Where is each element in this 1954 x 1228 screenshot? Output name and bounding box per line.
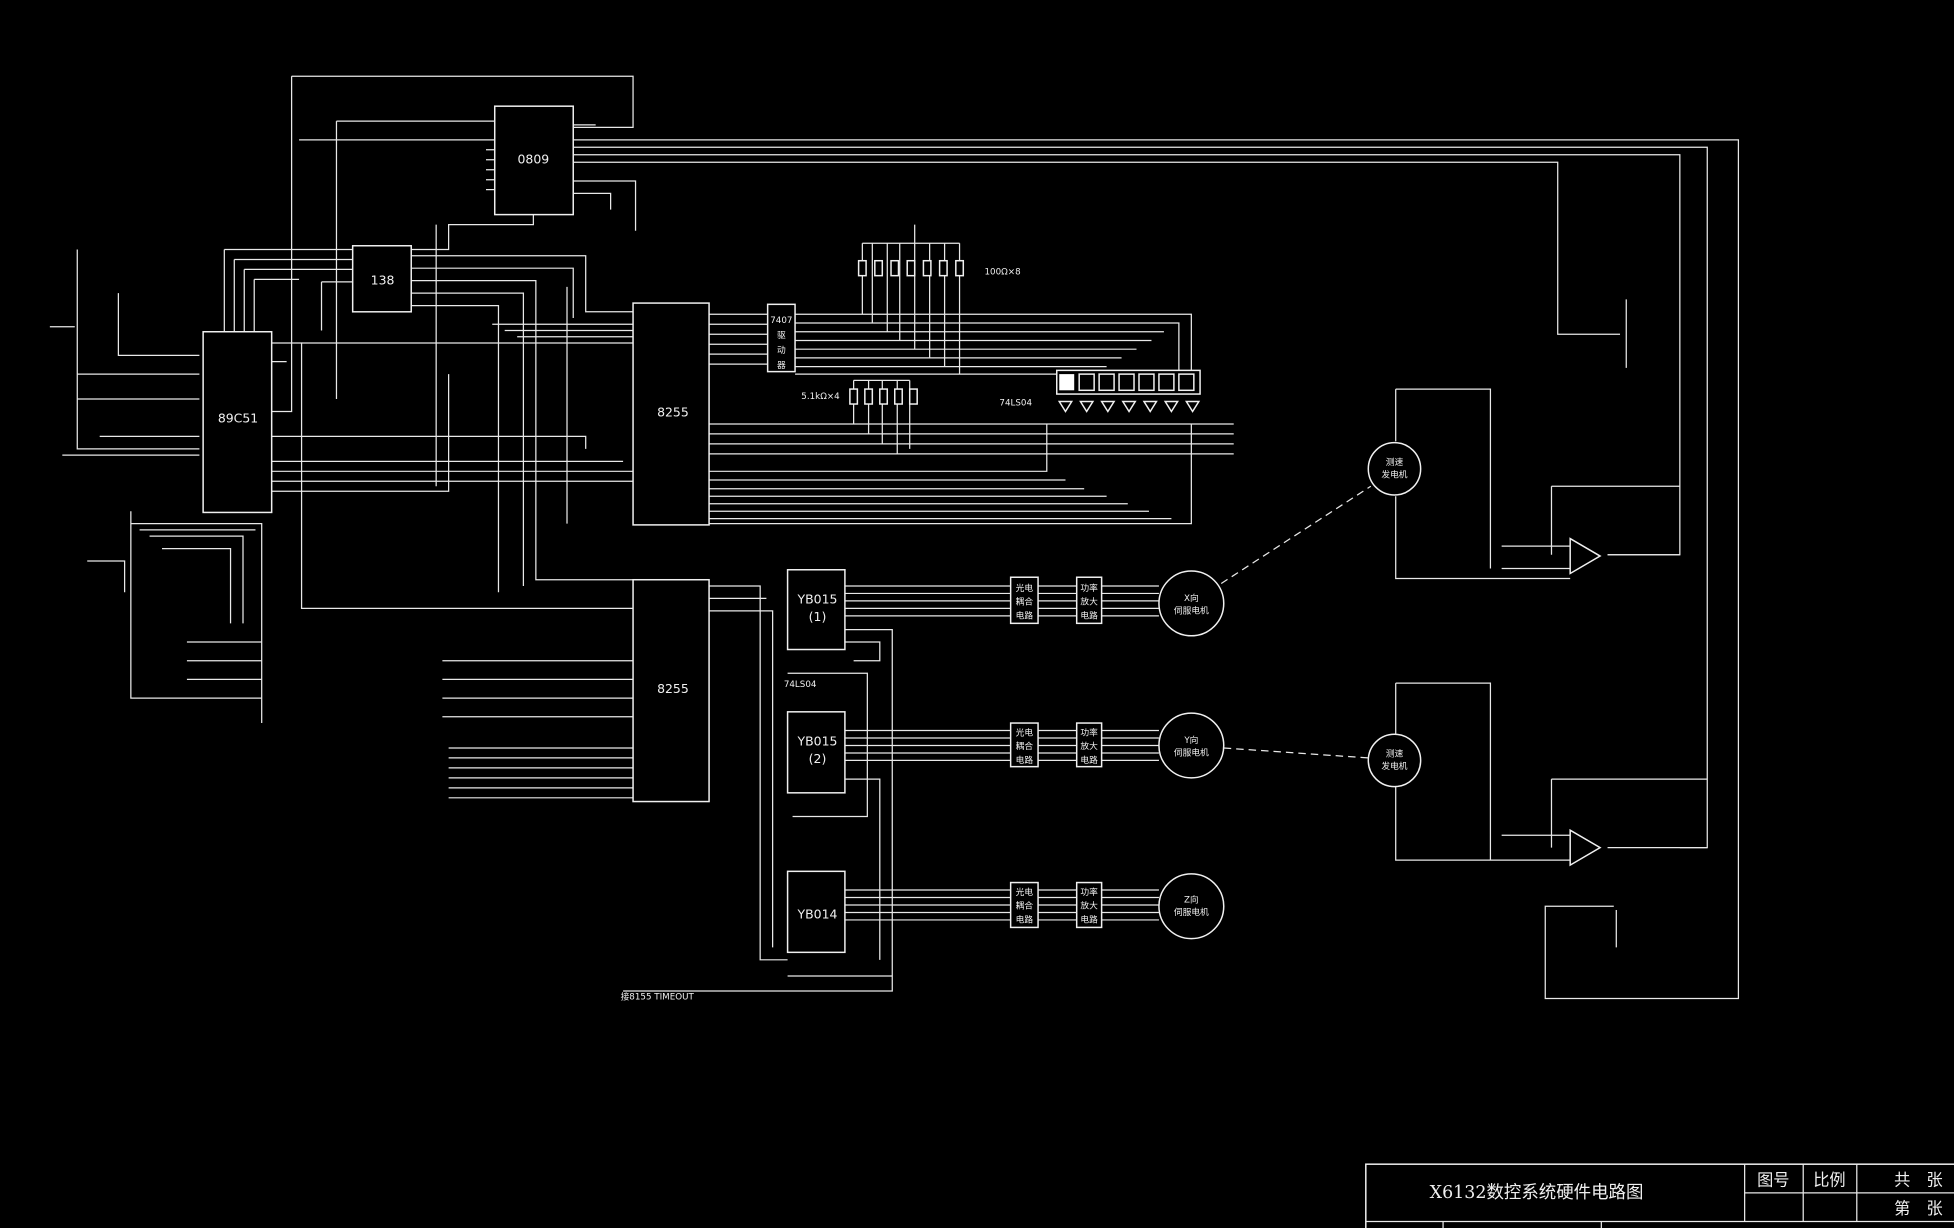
chip-89c51: 89C51 <box>202 330 273 514</box>
label-timeout: 接8155 TIMEOUT <box>621 991 695 1003</box>
scale-label: 比例 <box>1813 1170 1845 1189</box>
svg-text:发电机: 发电机 <box>1381 760 1407 772</box>
chip-8255-top: 8255 <box>632 302 710 526</box>
resistor-array-100 <box>857 259 965 277</box>
svg-text:Y向: Y向 <box>1183 734 1198 746</box>
svg-text:器: 器 <box>777 360 786 371</box>
seven-segment-display <box>1056 369 1201 395</box>
svg-text:电路: 电路 <box>1016 913 1034 925</box>
svg-text:耦合: 耦合 <box>1016 900 1034 912</box>
svg-text:8255: 8255 <box>657 404 689 419</box>
wires <box>49 75 1740 1000</box>
inverter-row <box>1057 400 1201 413</box>
svg-text:放大: 放大 <box>1080 900 1098 912</box>
svg-text:0809: 0809 <box>518 152 550 167</box>
svg-text:耦合: 耦合 <box>1016 596 1034 608</box>
chip-yb015-1: YB015 (1) <box>786 569 846 651</box>
svg-text:电路: 电路 <box>1080 913 1098 925</box>
svg-text:(2): (2) <box>809 751 827 766</box>
svg-text:7407: 7407 <box>770 316 792 326</box>
svg-text:伺服电机: 伺服电机 <box>1174 604 1209 616</box>
label-res-5k1: 5.1kΩ×4 <box>801 392 840 402</box>
svg-text:YB015: YB015 <box>797 591 838 606</box>
chip-yb015-2: YB015 (2) <box>786 711 846 794</box>
label-74ls04-mid: 74LS04 <box>784 680 817 690</box>
chip-138: 138 <box>351 245 412 313</box>
drawing-no-label: 图号 <box>1757 1170 1789 1189</box>
svg-text:放大: 放大 <box>1080 596 1098 608</box>
svg-text:电路: 电路 <box>1080 754 1098 766</box>
svg-text:光电: 光电 <box>1016 582 1034 594</box>
svg-text:光电: 光电 <box>1016 886 1034 898</box>
svg-text:功率: 功率 <box>1080 886 1098 898</box>
svg-text:耦合: 耦合 <box>1016 740 1034 752</box>
svg-text:发电机: 发电机 <box>1381 469 1407 481</box>
chip-0809: 0809 <box>493 105 574 216</box>
title-block: X6132数控系统硬件电路图 图号 比例 共 张 第 张 <box>1365 1163 1954 1228</box>
svg-text:Z向: Z向 <box>1184 893 1199 905</box>
label-res-100: 100Ω×8 <box>984 267 1020 277</box>
svg-text:光电: 光电 <box>1016 727 1034 739</box>
svg-text:电路: 电路 <box>1080 609 1098 621</box>
svg-text:放大: 放大 <box>1080 740 1098 752</box>
drawing-title: X6132数控系统硬件电路图 <box>1430 1183 1644 1203</box>
chip-yb014: YB014 <box>786 870 846 954</box>
chip-8255-bottom: 8255 <box>632 578 710 803</box>
svg-text:YB015: YB015 <box>797 733 838 748</box>
total-sheets-label: 共 张 <box>1894 1170 1943 1189</box>
svg-text:电路: 电路 <box>1016 609 1034 621</box>
svg-text:功率: 功率 <box>1080 727 1098 739</box>
svg-text:YB014: YB014 <box>797 907 838 922</box>
svg-text:驱: 驱 <box>777 330 786 341</box>
svg-text:(1): (1) <box>809 609 827 624</box>
svg-text:8255: 8255 <box>657 681 689 696</box>
resistor-array-5k1 <box>849 388 918 405</box>
sheet-no-label: 第 张 <box>1894 1199 1943 1218</box>
svg-text:功率: 功率 <box>1080 582 1098 594</box>
chip-7407: 7407 驱 动 器 <box>766 303 796 373</box>
svg-text:测速: 测速 <box>1386 749 1404 760</box>
svg-text:89C51: 89C51 <box>218 411 258 426</box>
svg-text:伺服电机: 伺服电机 <box>1174 746 1209 758</box>
svg-text:伺服电机: 伺服电机 <box>1174 906 1209 918</box>
svg-text:电路: 电路 <box>1016 754 1034 766</box>
svg-text:测速: 测速 <box>1386 457 1404 468</box>
svg-text:X向: X向 <box>1184 592 1199 604</box>
svg-text:动: 动 <box>777 345 786 356</box>
label-74ls04-top: 74LS04 <box>999 398 1032 408</box>
svg-text:138: 138 <box>371 272 395 287</box>
